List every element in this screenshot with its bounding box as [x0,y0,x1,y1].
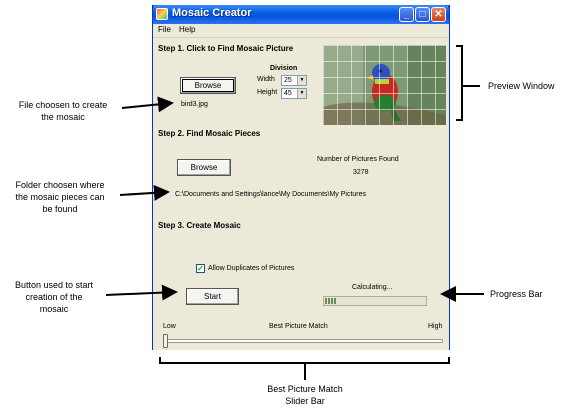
folder-path: C:\Documents and Settings\lance\My Docum… [175,191,367,198]
menu-file[interactable]: File [158,25,171,34]
height-value: 45 [284,90,292,97]
chevron-down-icon[interactable]: ▼ [297,89,306,98]
start-button[interactable]: Start [186,288,239,305]
height-label: Height [257,89,278,96]
file-annotation-line: File choosen to create [18,100,108,110]
slider-annotation-line: Slider Bar [285,396,325,406]
button-annotation-line: mosaic [39,304,69,314]
chevron-down-icon[interactable]: ▼ [297,76,306,85]
mosaic-grid-overlay [323,45,446,125]
step1-heading: Step 1. Click to Find Mosaic Picture [158,44,294,53]
progress-status: Calculating... [352,284,393,291]
file-annotation-line: the mosaic [41,112,85,122]
folder-annotation-line: the mosaic pieces can [15,192,105,202]
maximize-icon[interactable]: □ [415,7,430,22]
file-annotation: File choosen to create the mosaic [8,99,118,123]
start-button-annotation: Button used to start creation of the mos… [4,279,104,315]
app-icon [156,8,168,20]
slider-title: Best Picture Match [269,323,328,330]
minimize-icon[interactable]: _ [399,7,414,22]
progress-fill [325,298,337,304]
preview-bracket [456,45,463,121]
folder-annotation: Folder choosen where the mosaic pieces c… [4,179,116,215]
slider-low-label: Low [163,323,176,330]
start-button-arrow [105,284,178,301]
pictures-found-label: Number of Pictures Found [317,156,399,163]
progress-bar-annotation: Progress Bar [490,289,543,299]
button-annotation-line: creation of the [25,292,83,302]
menu-bar: File Help [153,24,449,38]
height-spinner[interactable]: 45 ▼ [281,88,307,99]
folder-annotation-line: Folder choosen where [15,180,105,190]
browse-pieces-button[interactable]: Browse [177,159,231,176]
folder-annotation-line: be found [42,204,78,214]
width-label: Width [257,76,275,83]
width-value: 25 [284,77,292,84]
preview-window [323,45,446,125]
slider-annotation: Best Picture Match Slider Bar [245,383,365,407]
pictures-found-count: 3278 [353,169,369,176]
window-title: Mosaic Creator [172,7,252,19]
main-panel: Step 1. Click to Find Mosaic Picture Bro… [153,38,449,350]
allow-duplicates-label: Allow Duplicates of Pictures [208,265,295,272]
slider-bracket [159,357,450,364]
allow-duplicates-checkbox[interactable]: ✓ [196,264,205,273]
division-label: Division [270,65,298,72]
close-icon[interactable]: ✕ [431,7,446,22]
picture-match-slider-thumb[interactable] [163,334,168,348]
step3-heading: Step 3. Create Mosaic [158,221,241,230]
slider-high-label: High [428,323,443,330]
browse-picture-button[interactable]: Browse [180,77,236,94]
step2-heading: Step 2. Find Mosaic Pieces [158,129,261,138]
button-annotation-line: Button used to start [14,280,94,290]
menu-help[interactable]: Help [179,25,196,34]
progress-bar [323,296,427,306]
slider-annotation-line: Best Picture Match [267,384,343,394]
title-bar[interactable]: Mosaic Creator _ □ ✕ [153,5,449,24]
file-arrow [121,96,174,113]
preview-window-annotation: Preview Window [488,81,555,91]
folder-arrow [119,184,170,201]
width-spinner[interactable]: 25 ▼ [281,75,307,86]
selected-filename: bird3.jpg [181,101,208,108]
mosaic-creator-window: Mosaic Creator _ □ ✕ File Help Step 1. C… [152,5,450,350]
